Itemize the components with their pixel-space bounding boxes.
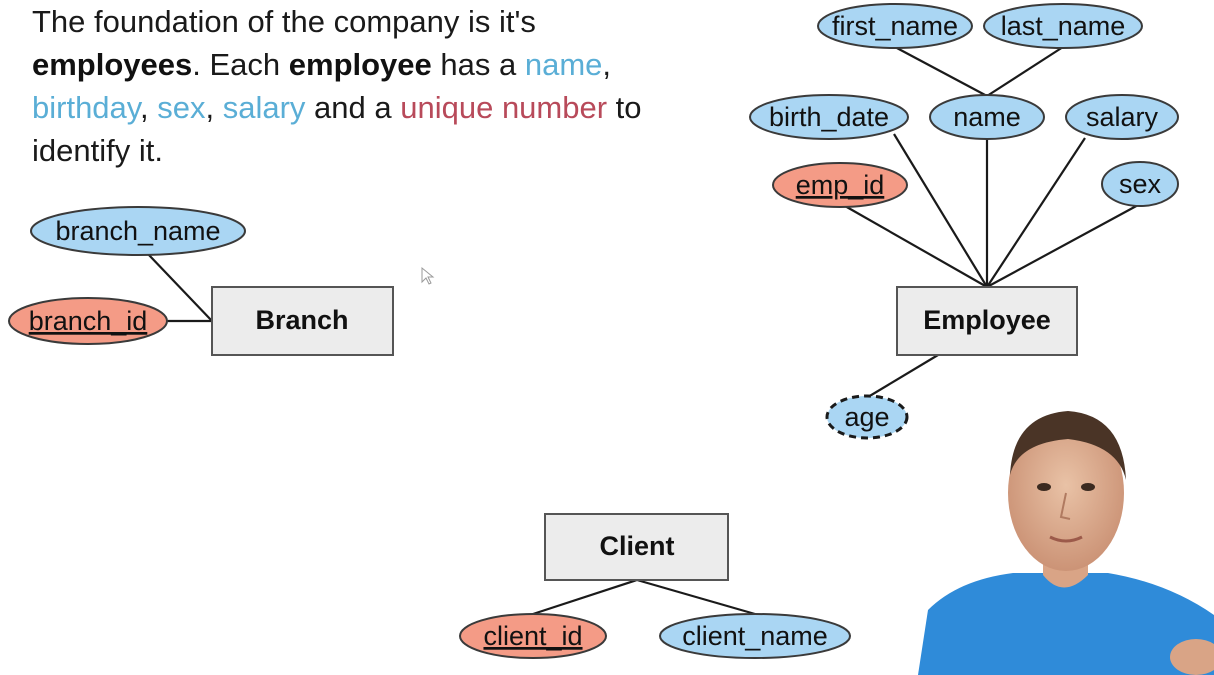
oval-client-id: client_id <box>459 613 607 659</box>
last-name-label: last_name <box>1001 11 1126 41</box>
first-name-label: first_name <box>832 11 958 41</box>
entity-branch-label: Branch <box>255 305 348 335</box>
oval-last-name: last_name <box>983 3 1143 49</box>
oval-name: name <box>929 94 1045 140</box>
entity-client-label: Client <box>599 531 674 561</box>
salary-label: salary <box>1086 102 1159 132</box>
branch-id-label: branch_id <box>29 306 148 336</box>
link-salary <box>986 137 1086 288</box>
intro-attr-salary: salary <box>222 90 306 125</box>
intro-separator: , <box>602 47 612 82</box>
link-sex <box>986 203 1141 288</box>
connector-lines <box>147 46 1141 616</box>
client-id-label: client_id <box>483 621 582 651</box>
intro-attr-sex: sex <box>157 90 206 125</box>
oval-salary: salary <box>1065 94 1179 140</box>
oval-birth-date: birth_date <box>749 94 909 140</box>
oval-sex: sex <box>1101 161 1179 207</box>
intro-separator: , <box>205 90 223 125</box>
intro-part: . Each <box>192 47 289 82</box>
intro-bold-employee: employee <box>288 47 432 82</box>
intro-text: The foundation of the company is it's em… <box>32 0 682 172</box>
intro-part: to identify it. <box>32 90 642 168</box>
emp-id-label: emp_id <box>796 170 885 200</box>
link-birth-date <box>893 133 988 288</box>
link-client-id <box>532 578 638 616</box>
presenter-webcam <box>918 411 1214 675</box>
intro-bold-employees: employees <box>32 47 193 82</box>
entity-employee: Employee <box>896 286 1078 356</box>
oval-age-derived: age <box>825 394 909 440</box>
oval-emp-id: emp_id <box>772 162 908 208</box>
intro-part: The foundation of the company is it's <box>32 4 536 39</box>
oval-branch-name: branch_name <box>30 206 246 256</box>
link-last-name <box>986 46 1064 97</box>
oval-first-name: first_name <box>817 3 973 49</box>
intro-attr-name: name <box>524 47 603 82</box>
intro-key-unique-number: unique number <box>400 90 608 125</box>
sex-label: sex <box>1119 169 1162 199</box>
client-name-label: client_name <box>682 621 828 651</box>
intro-attr-birthday: birthday <box>32 90 140 125</box>
oval-branch-id: branch_id <box>8 297 168 345</box>
link-emp-id <box>844 205 988 288</box>
mouse-cursor-icon <box>421 266 435 285</box>
entity-employee-label: Employee <box>923 305 1051 335</box>
link-client-name <box>636 578 756 616</box>
intro-separator: , <box>140 90 158 125</box>
link-first-name <box>894 46 988 97</box>
entity-client: Client <box>544 513 729 581</box>
birth-date-label: birth_date <box>769 102 889 132</box>
entity-branch: Branch <box>211 286 394 356</box>
intro-part: has a <box>431 47 525 82</box>
branch-name-label: branch_name <box>55 216 220 246</box>
intro-part: and a <box>305 90 401 125</box>
link-age <box>867 354 939 398</box>
oval-client-name: client_name <box>659 613 851 659</box>
link-branch-name <box>147 253 213 322</box>
age-label: age <box>844 402 889 432</box>
name-label: name <box>953 102 1021 132</box>
